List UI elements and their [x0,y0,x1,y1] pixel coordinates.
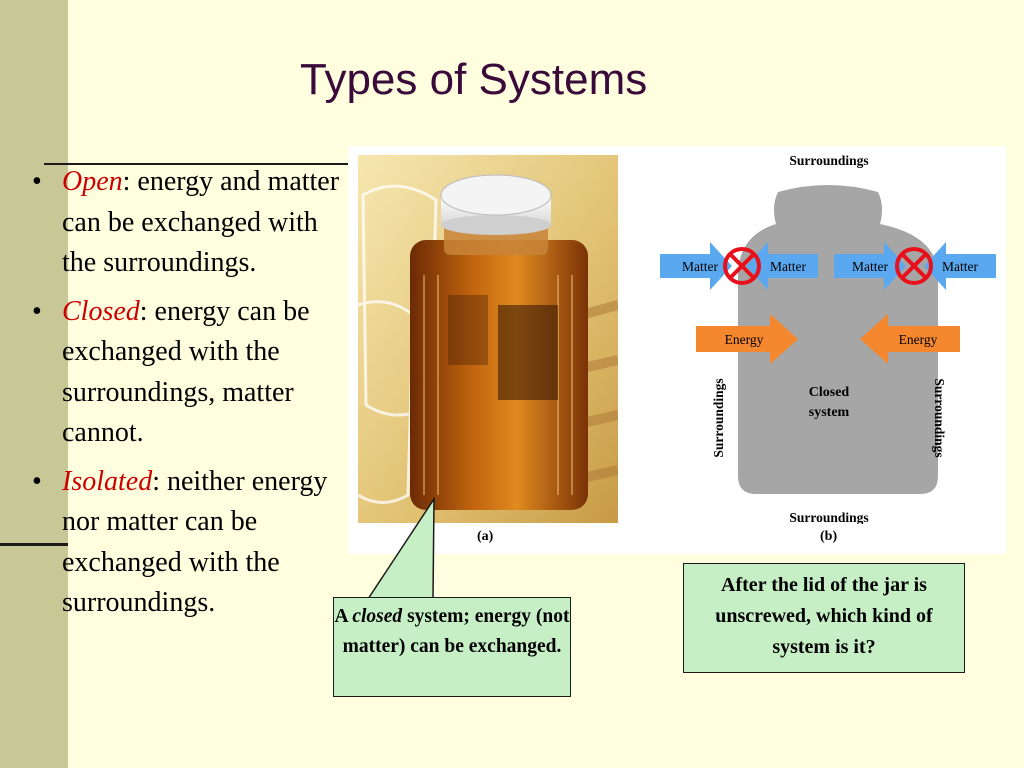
matter-label: Matter [770,259,806,274]
callout-closed-system: A closed system; energy (not matter) can… [333,597,571,697]
divider-line [44,163,348,165]
left-decor-band [0,0,68,768]
matter-label: Matter [682,259,718,274]
system-label-line1: Closed [809,385,850,400]
callout-emphasis: closed [352,606,403,627]
callout-question: After the lid of the jar is unscrewed, w… [683,563,965,673]
callout-pointer [367,496,435,600]
energy-label: Energy [725,332,764,347]
matter-label: Matter [852,259,888,274]
figure-label-b: (b) [820,529,838,544]
bullet-closed: • Closed: energy can be exchanged with th… [30,292,350,454]
bullet-list: • Open: energy and matter can be exchange… [30,162,350,632]
matter-arrow-out-left [746,242,818,290]
closed-system-diagram: Surroundings Surroundings Surroundings S… [660,153,996,524]
surroundings-bottom-label: Surroundings [789,510,868,524]
bullet-isolated: • Isolated: neither energy nor matter can… [30,462,350,624]
bullet-dot: • [32,465,42,497]
term-closed: Closed [62,295,140,327]
definition-open: : energy and matter can be exchanged wit… [62,166,340,278]
bullet-dot: • [32,166,42,197]
energy-arrow-in-left [696,314,798,364]
surroundings-left-label: Surroundings [711,378,726,457]
term-open: Open [62,166,123,197]
blocked-icon [895,247,933,285]
callout-text: system; energy (not matter) can be excha… [342,606,570,657]
bullet-open: • Open: energy and matter can be exchange… [30,162,350,284]
surroundings-top-label: Surroundings [789,153,868,168]
figure-label-a: (a) [477,529,494,544]
definition-closed: : energy can be exchanged with the surro… [62,295,310,449]
matter-label: Matter [942,259,978,274]
divider-line-left [0,543,68,546]
term-isolated: Isolated [62,465,153,497]
definition-isolated: : neither energy nor matter can be excha… [62,465,328,619]
system-label-line2: system [809,405,850,420]
energy-label: Energy [899,332,938,347]
energy-arrow-in-right [860,314,960,364]
matter-arrow-in-right [834,242,906,290]
blocked-icon [723,247,761,285]
matter-arrow-out-right [924,242,996,290]
bullet-dot: • [32,295,42,327]
jar-photo [358,155,618,523]
matter-arrow-in-left [660,242,732,290]
surroundings-right-label: Surroundings [932,378,947,457]
callout-prefix: A [334,606,353,627]
slide-title: Types of Systems [300,55,648,104]
